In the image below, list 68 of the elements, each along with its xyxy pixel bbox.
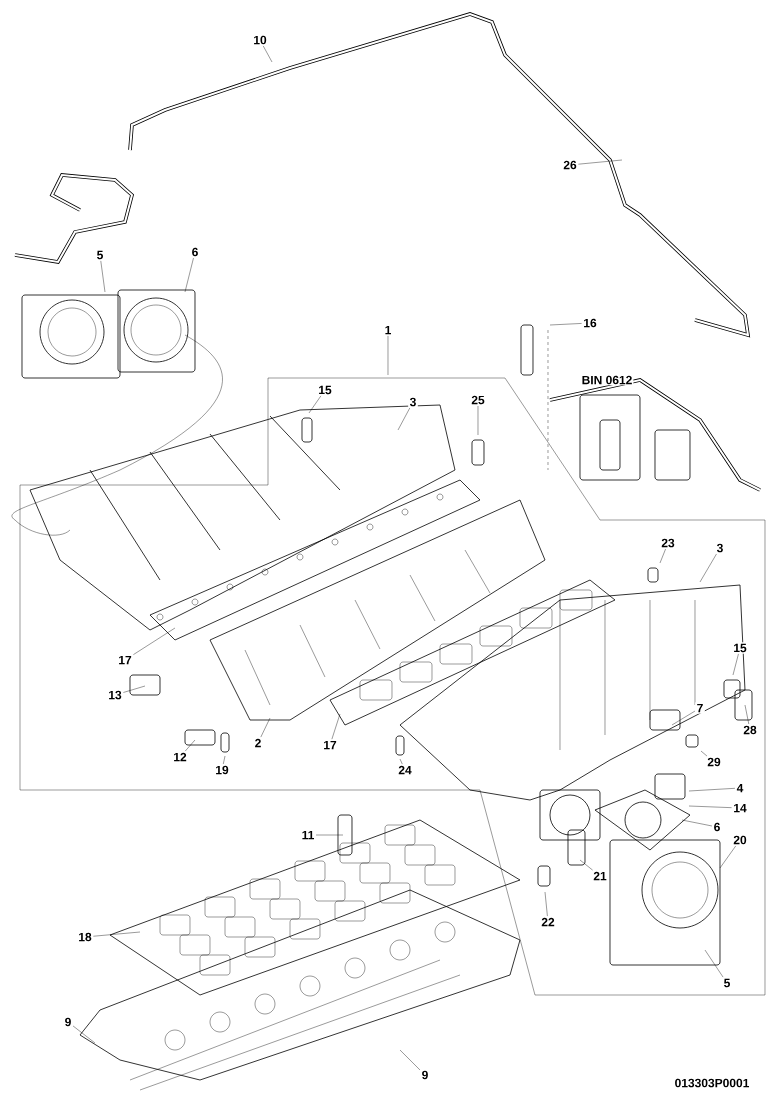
leader-line bbox=[397, 407, 410, 431]
leader-line bbox=[185, 739, 196, 752]
leader-line bbox=[549, 323, 582, 326]
leader-line bbox=[315, 834, 344, 836]
callout-number: 25 bbox=[469, 394, 487, 406]
drawing-number: 013303P0001 bbox=[673, 1077, 751, 1089]
leader-line bbox=[263, 45, 273, 63]
leader-line bbox=[387, 335, 389, 376]
leader-line bbox=[700, 750, 708, 757]
callout-number: 16 bbox=[581, 317, 599, 329]
leader-line bbox=[681, 819, 713, 827]
callout-number: 28 bbox=[741, 724, 759, 736]
callout-number: 18 bbox=[76, 931, 94, 943]
callout-number: 14 bbox=[731, 802, 749, 814]
leader-line bbox=[578, 159, 623, 165]
callout-number: 17 bbox=[116, 654, 134, 666]
callout-number: 6 bbox=[712, 821, 722, 833]
callout-number: 7 bbox=[695, 702, 705, 714]
callout-number: 29 bbox=[705, 756, 723, 768]
leader-line bbox=[477, 405, 479, 436]
callout-number: 21 bbox=[591, 870, 609, 882]
leader-line bbox=[133, 627, 176, 655]
callout-number: 23 bbox=[659, 537, 677, 549]
leader-line bbox=[579, 859, 593, 871]
callout-number: 15 bbox=[731, 642, 749, 654]
leader-line bbox=[184, 257, 194, 293]
leader-line bbox=[223, 755, 226, 765]
callout-number: 10 bbox=[251, 34, 269, 46]
leader-line bbox=[399, 758, 403, 765]
callout-number: 1 bbox=[383, 324, 393, 336]
leader-line bbox=[732, 653, 739, 676]
callout-number: 9 bbox=[63, 1016, 73, 1028]
callout-number: 6 bbox=[190, 246, 200, 258]
leader-line bbox=[331, 713, 341, 740]
callout-number: 3 bbox=[408, 396, 418, 408]
leader-line bbox=[93, 931, 141, 937]
leader-line bbox=[699, 553, 717, 583]
callout-number: 5 bbox=[722, 977, 732, 989]
leader-line bbox=[123, 685, 146, 693]
callout-number: 20 bbox=[731, 834, 749, 846]
callout-number: 22 bbox=[539, 916, 557, 928]
callout-number: 3 bbox=[715, 542, 725, 554]
leader-line bbox=[671, 710, 696, 726]
leader-line bbox=[72, 1025, 96, 1044]
reference-label: BIN 0612 bbox=[580, 374, 634, 386]
leader-line bbox=[100, 260, 106, 293]
callout-number: 19 bbox=[213, 764, 231, 776]
leader-line bbox=[704, 949, 724, 978]
leader-line bbox=[308, 395, 322, 414]
leader-line bbox=[688, 788, 736, 792]
leader-line bbox=[688, 805, 732, 808]
callout-number: 9 bbox=[420, 1069, 430, 1081]
leader-line bbox=[719, 845, 736, 869]
callout-number: 4 bbox=[735, 782, 745, 794]
callout-number: 5 bbox=[95, 249, 105, 261]
callout-number: 11 bbox=[300, 829, 316, 841]
callout-number: 2 bbox=[253, 737, 263, 749]
callout-number: 17 bbox=[321, 739, 339, 751]
leader-line bbox=[399, 1049, 421, 1071]
leader-line bbox=[260, 717, 271, 738]
leader-line bbox=[744, 704, 749, 725]
leader-line bbox=[544, 891, 548, 917]
callout-number: 13 bbox=[106, 689, 124, 701]
callout-number: 24 bbox=[396, 764, 414, 776]
leader-line bbox=[659, 548, 666, 564]
callout-number: 12 bbox=[171, 751, 189, 763]
callout-number: 26 bbox=[561, 159, 579, 171]
callout-number: 15 bbox=[316, 384, 334, 396]
